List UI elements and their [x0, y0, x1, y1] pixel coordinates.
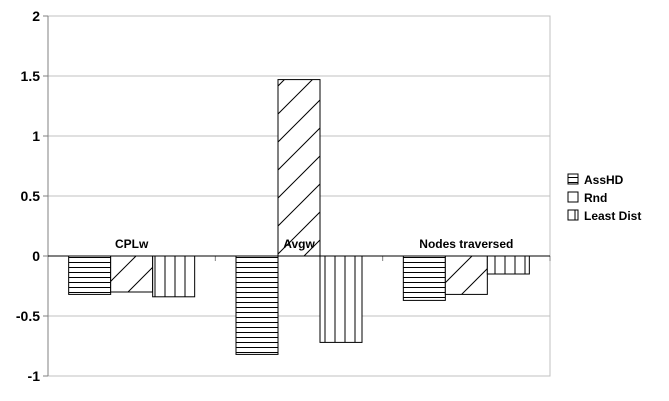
bar-asshd-nodes-traversed [402, 255, 446, 301]
bar-rnd-nodes-traversed [444, 255, 488, 295]
y-tick-label: 0 [32, 248, 40, 264]
bar-asshd-avgw [235, 255, 279, 355]
y-tick-label: -0.5 [16, 308, 40, 324]
category-label: Avgw [283, 237, 315, 251]
bar-rnd-cplw [110, 255, 154, 293]
bar-least-dist-avgw [319, 255, 363, 343]
legend-label: Least Dist [584, 209, 641, 223]
legend-swatch [567, 173, 579, 185]
y-tick-label: 2 [32, 8, 40, 24]
category-label: CPLw [115, 237, 149, 251]
y-tick-label: 0.5 [21, 188, 41, 204]
plot-area: 2 1.5 1 0.5 0 -0.5 -1 CPLw Avgw Nodes traversed [16, 8, 551, 384]
legend-swatch [567, 209, 579, 221]
legend-label: Rnd [584, 191, 607, 205]
category-label: Nodes traversed [419, 237, 513, 251]
y-tick-label: 1.5 [21, 68, 41, 84]
legend-label: AssHD [584, 173, 624, 187]
legend-swatch [567, 191, 579, 203]
bar-least-dist-cplw [152, 255, 196, 298]
y-tick-label: -1 [28, 368, 41, 384]
bar-asshd-cplw [68, 255, 112, 295]
y-tick-label: 1 [32, 128, 40, 144]
bar-least-dist-nodes-traversed [486, 255, 530, 275]
bar-rnd-avgw [277, 79, 321, 257]
